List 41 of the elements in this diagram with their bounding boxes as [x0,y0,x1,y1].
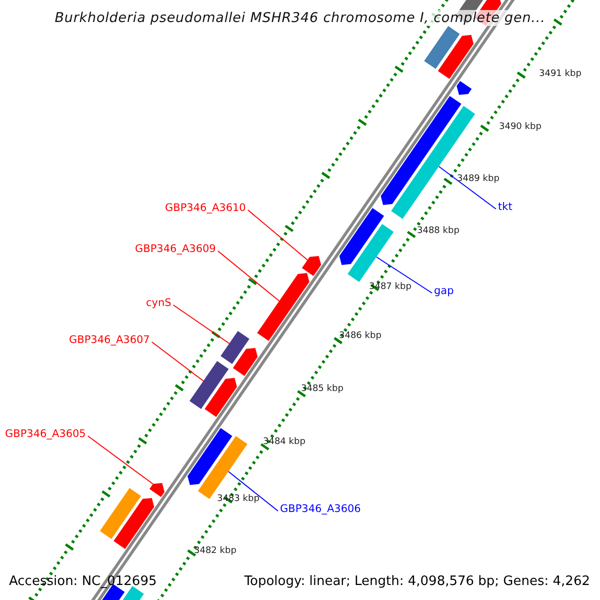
leader-line [87,436,154,484]
leader-line [247,210,308,260]
accession-text: Accession: NC_012695 [9,575,157,588]
gene-bar [302,256,322,276]
gene-bar [339,208,384,265]
gene-bar [424,26,460,69]
position-label: 3491 kbp [538,70,582,79]
position-label: 3482 kbp [193,547,238,556]
leader-line [438,166,496,210]
leader-line [376,256,432,294]
gene-bar [190,361,229,409]
position-label: 3484 kbp [262,438,306,447]
title: Burkholderia pseudomallei MSHR346 chromosome I, complete gen... [54,10,546,26]
gene-label: GBP346_A3605 [5,429,86,440]
position-label: 3486 kbp [338,332,382,341]
position-label: 3489 kbp [456,175,500,184]
genome-info-text: Topology: linear; Length: 4,098,576 bp; Genes: 4,262 [244,575,590,588]
gene-bar [438,34,474,79]
gene-label: cynS [146,298,172,308]
gene-bar [257,272,310,341]
gene-bar [149,482,164,497]
leader-line [217,250,280,302]
position-label: 3485 kbp [300,385,344,394]
gene-bar [220,330,250,364]
gene-bar [348,224,394,282]
gene-label: GBP346_A3610 [165,203,246,214]
gene-label: GBP346_A3609 [135,244,216,254]
leader-line [228,471,278,512]
gene-label: GBP346_A3606 [280,504,361,514]
leader-line [172,304,230,344]
gene-label: gap [434,286,454,296]
gene-label: GBP346_A3607 [69,335,150,346]
gene-bar [188,428,232,485]
leader-line [151,342,204,382]
position-label: 3490 kbp [498,123,542,132]
gene-label: tkt [498,202,512,212]
gene-bar [204,378,237,417]
gene-bar [114,498,154,549]
gene-bar [232,348,258,376]
gene-bar [100,488,142,539]
position-label: 3488 kbp [416,227,460,236]
